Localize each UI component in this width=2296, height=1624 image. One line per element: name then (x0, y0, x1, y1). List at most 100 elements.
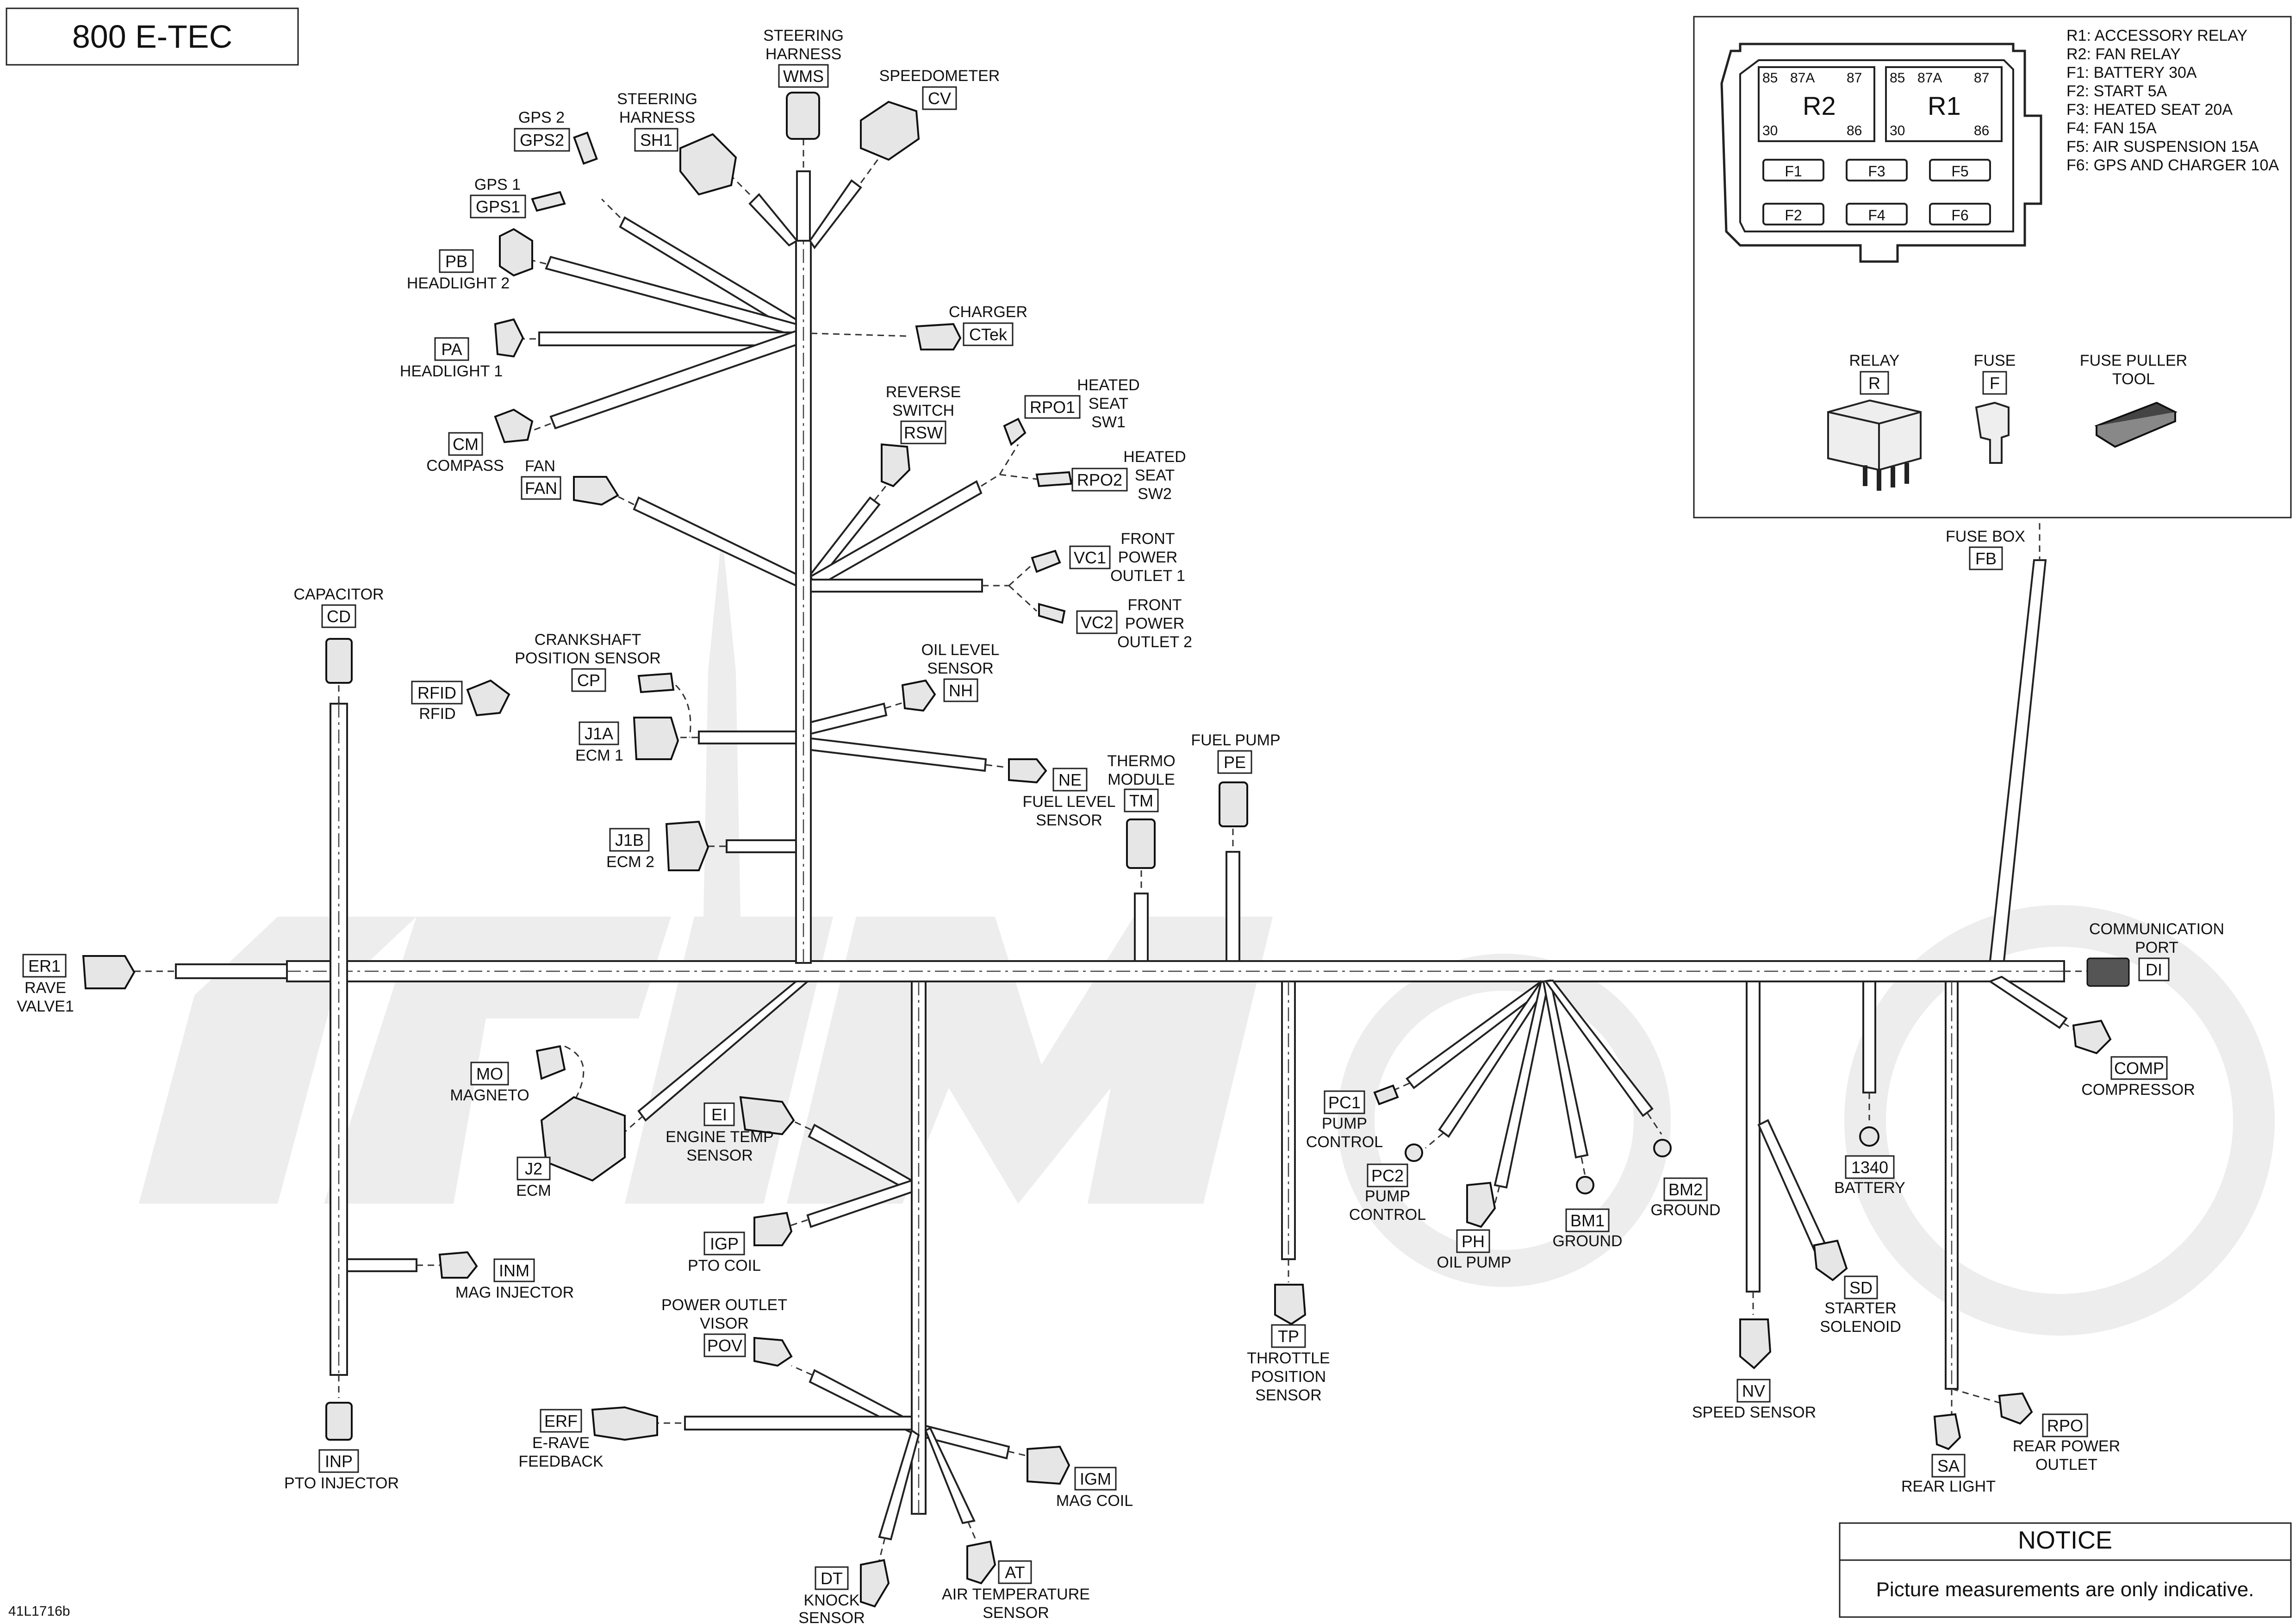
connector-di-icon (2086, 957, 2130, 987)
fuse-labels: F1 F3 F5 F2 F4 F6 (1785, 163, 1968, 224)
svg-text:GPS 2: GPS 2 (518, 109, 565, 126)
svg-text:MODULE: MODULE (1108, 771, 1175, 788)
connector-cd-icon (325, 638, 353, 684)
svg-text:INP: INP (325, 1452, 353, 1471)
connector-ctek-icon (915, 323, 962, 350)
svg-text:COMPRESSOR: COMPRESSOR (2081, 1081, 2195, 1099)
svg-text:POWER: POWER (1118, 549, 1177, 566)
svg-text:HEADLIGHT 1: HEADLIGHT 1 (400, 362, 503, 380)
svg-text:RPO2: RPO2 (1077, 470, 1122, 489)
label-rfid: RFID RFID (411, 681, 463, 723)
svg-text:86: 86 (1847, 123, 1862, 138)
label-sa: SA REAR LIGHT (1901, 1454, 1996, 1495)
svg-text:R2: FAN RELAY: R2: FAN RELAY (2066, 45, 2181, 63)
svg-text:GROUND: GROUND (1650, 1201, 1720, 1219)
svg-text:HEATED: HEATED (1123, 448, 1186, 466)
label-wms: STEERING HARNESS WMS (763, 27, 844, 88)
svg-text:BATTERY: BATTERY (1834, 1179, 1905, 1197)
connector-sd-icon (1813, 1239, 1848, 1281)
label-ne: NE FUEL LEVEL SENSOR (1023, 768, 1116, 829)
svg-text:SPEEDOMETER: SPEEDOMETER (879, 67, 1000, 85)
connector-bm1-icon (1576, 1176, 1594, 1194)
svg-text:POSITION SENSOR: POSITION SENSOR (515, 650, 661, 667)
svg-text:FUSE PULLER: FUSE PULLER (2080, 352, 2187, 369)
label-er1: ER1 RAVE VALVE1 (17, 954, 74, 1015)
label-pa: PA HEADLIGHT 1 (400, 337, 503, 380)
svg-text:OUTLET 1: OUTLET 1 (1110, 567, 1185, 585)
connector-pb-icon (499, 228, 533, 277)
svg-text:F: F (1990, 374, 2000, 393)
label-cm: CM COMPASS (426, 432, 504, 475)
svg-text:OUTLET: OUTLET (2035, 1456, 2097, 1474)
svg-text:FUEL LEVEL: FUEL LEVEL (1023, 793, 1116, 811)
svg-text:PB: PB (445, 252, 467, 271)
svg-text:SEAT: SEAT (1089, 395, 1128, 412)
label-tp: TP THROTTLE POSITION SENSOR (1247, 1324, 1330, 1404)
svg-text:SH1: SH1 (640, 131, 672, 150)
relay-tool: RELAY R (1827, 352, 1922, 491)
label-nh: OIL LEVEL SENSOR NH (921, 641, 999, 702)
svg-text:R: R (1868, 374, 1880, 393)
svg-text:BM1: BM1 (1570, 1211, 1605, 1230)
label-ei: EI ENGINE TEMP SENSOR (666, 1102, 774, 1164)
svg-text:SW1: SW1 (1091, 413, 1126, 431)
svg-text:TOOL: TOOL (2112, 370, 2155, 388)
label-gps2: GPS 2 GPS2 (514, 109, 570, 152)
svg-text:POSITION: POSITION (1251, 1368, 1326, 1386)
svg-text:RFID: RFID (419, 705, 455, 723)
label-inm: INM MAG INJECTOR (455, 1258, 574, 1301)
svg-text:GPS 1: GPS 1 (474, 176, 521, 194)
svg-text:30: 30 (1762, 123, 1778, 138)
connector-j2-icon (540, 1096, 626, 1182)
connector-mo-icon (535, 1045, 566, 1080)
connector-fan-icon (573, 476, 619, 506)
svg-text:THROTTLE: THROTTLE (1247, 1349, 1330, 1367)
svg-text:SENSOR: SENSOR (686, 1147, 753, 1164)
svg-text:FAN: FAN (525, 479, 557, 498)
svg-text:DI: DI (2146, 960, 2162, 979)
label-nv: NV SPEED SENSOR (1692, 1379, 1816, 1421)
svg-text:CP: CP (577, 671, 600, 690)
svg-text:MAG INJECTOR: MAG INJECTOR (455, 1284, 574, 1301)
svg-text:F1: BATTERY 30A: F1: BATTERY 30A (2066, 64, 2197, 81)
svg-text:CRANKSHAFT: CRANKSHAFT (535, 631, 641, 649)
svg-text:OIL PUMP: OIL PUMP (1437, 1254, 1511, 1271)
svg-text:CHARGER: CHARGER (949, 303, 1027, 321)
label-j1a: J1A ECM 1 (575, 721, 623, 764)
svg-text:PORT: PORT (2135, 939, 2178, 956)
label-ctek: CHARGER CTek (949, 303, 1027, 346)
relay-r2: 85 87A 87 R2 30 86 (1762, 70, 1862, 138)
svg-text:CONTROL: CONTROL (1349, 1206, 1426, 1224)
connector-rfid-icon (466, 679, 510, 717)
connector-dt-icon (860, 1559, 890, 1608)
connector-tp-icon (1274, 1284, 1307, 1325)
svg-text:87: 87 (1847, 70, 1862, 86)
svg-text:REAR POWER: REAR POWER (2013, 1437, 2120, 1455)
label-bm1: BM1 GROUND (1552, 1208, 1623, 1250)
svg-text:NE: NE (1058, 770, 1082, 789)
label-dt: DT KNOCK SENSOR (798, 1566, 865, 1624)
label-ph: PH OIL PUMP (1437, 1229, 1512, 1271)
fuse-puller-tool: FUSE PULLER TOOL (2080, 352, 2187, 448)
svg-text:AT: AT (1005, 1563, 1025, 1582)
svg-text:GPS1: GPS1 (476, 197, 520, 216)
svg-text:SD: SD (1849, 1278, 1873, 1297)
svg-text:ECM: ECM (516, 1182, 551, 1199)
svg-text:RPO1: RPO1 (1030, 398, 1075, 417)
svg-text:RAVE: RAVE (25, 979, 66, 997)
fuse-tool: FUSE F (1974, 352, 2016, 464)
fuse-legend: R1: ACCESSORY RELAY R2: FAN RELAY F1: BA… (2066, 27, 2279, 174)
svg-text:F5: F5 (1951, 163, 1968, 180)
svg-text:85: 85 (1890, 70, 1905, 86)
svg-text:PC1: PC1 (1328, 1093, 1361, 1112)
svg-text:CAPACITOR: CAPACITOR (293, 586, 384, 603)
svg-text:F5: AIR SUSPENSION 15A: F5: AIR SUSPENSION 15A (2066, 138, 2259, 156)
svg-text:WMS: WMS (783, 67, 824, 86)
label-1340: 1340 BATTERY (1834, 1155, 1905, 1197)
connector-cp-icon (637, 672, 675, 693)
svg-text:J1A: J1A (585, 724, 613, 743)
watermark (139, 532, 2275, 1336)
svg-text:PC2: PC2 (1371, 1166, 1404, 1185)
label-erf: ERF E-RAVE FEEDBACK (518, 1409, 604, 1470)
label-vc2: VC2 FRONT POWER OUTLET 2 (1076, 596, 1192, 651)
